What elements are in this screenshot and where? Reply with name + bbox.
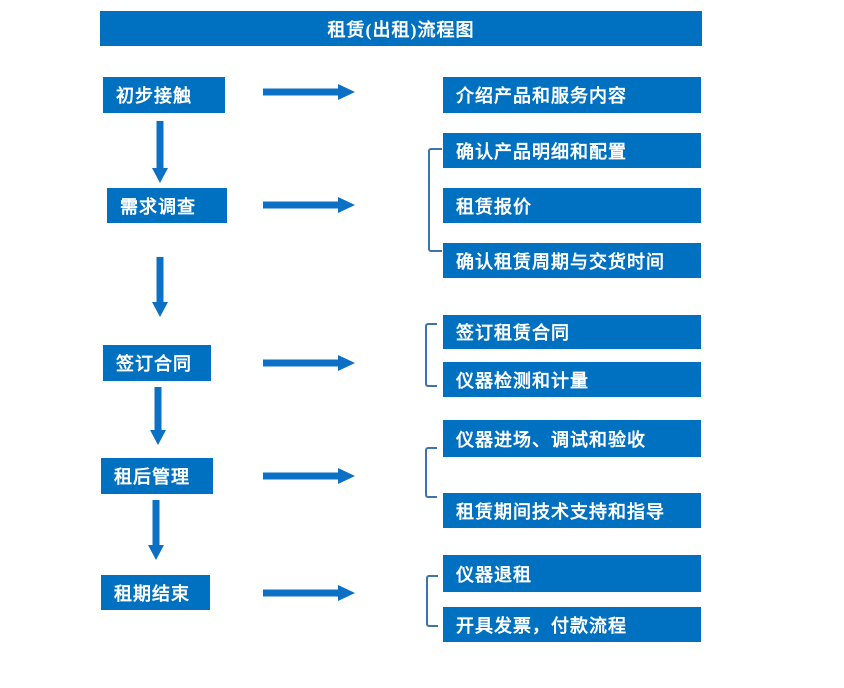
- detail-box: 仪器退租: [443, 555, 701, 592]
- step-box-initial-contact: 初步接触: [103, 77, 225, 113]
- bracket: [428, 148, 442, 252]
- detail-box: 介绍产品和服务内容: [443, 77, 701, 113]
- arrow-down-icon: [152, 121, 168, 183]
- step-label: 租期结束: [114, 583, 190, 604]
- detail-label: 仪器检测和计量: [456, 370, 589, 391]
- detail-box: 开具发票，付款流程: [443, 607, 701, 642]
- detail-label: 确认产品明细和配置: [456, 141, 627, 162]
- bracket: [425, 323, 437, 387]
- detail-label: 签订租赁合同: [456, 323, 570, 343]
- step-label: 租后管理: [114, 467, 190, 487]
- detail-box: 确认产品明细和配置: [443, 133, 701, 168]
- bracket: [426, 575, 438, 627]
- arrow-down-icon: [152, 257, 168, 317]
- arrow-right-icon: [263, 355, 355, 371]
- bracket: [425, 447, 437, 498]
- step-label: 签订合同: [116, 354, 192, 374]
- detail-box: 租赁期间技术支持和指导: [443, 493, 701, 528]
- detail-box: 签订租赁合同: [443, 315, 701, 349]
- arrow-right-icon: [263, 468, 355, 484]
- detail-label: 开具发票，付款流程: [456, 615, 627, 636]
- detail-box: 仪器进场、调试和验收: [443, 420, 701, 457]
- step-box-post-rental-management: 租后管理: [101, 458, 213, 494]
- detail-label: 仪器进场、调试和验收: [456, 429, 646, 450]
- detail-box: 仪器检测和计量: [443, 362, 701, 397]
- step-box-demand-survey: 需求调查: [107, 188, 227, 223]
- step-box-sign-contract: 签订合同: [103, 345, 211, 381]
- step-label: 初步接触: [116, 86, 192, 106]
- arrow-right-icon: [263, 84, 355, 100]
- detail-label: 仪器退租: [456, 564, 532, 585]
- arrow-down-icon: [148, 500, 164, 560]
- detail-label: 介绍产品和服务内容: [456, 86, 627, 106]
- arrow-down-icon: [150, 387, 166, 445]
- detail-box: 租赁报价: [443, 188, 701, 223]
- detail-label: 确认租赁周期与交货时间: [456, 251, 665, 272]
- detail-label: 租赁期间技术支持和指导: [456, 501, 665, 522]
- arrow-right-icon: [263, 197, 355, 213]
- arrow-right-icon: [263, 585, 355, 601]
- detail-label: 租赁报价: [456, 196, 532, 217]
- detail-box: 确认租赁周期与交货时间: [443, 243, 701, 278]
- flowchart-title: 租赁(出租)流程图: [327, 19, 475, 40]
- title-bar: 租赁(出租)流程图: [100, 11, 702, 46]
- step-box-rental-end: 租期结束: [101, 575, 210, 610]
- step-label: 需求调查: [120, 196, 196, 217]
